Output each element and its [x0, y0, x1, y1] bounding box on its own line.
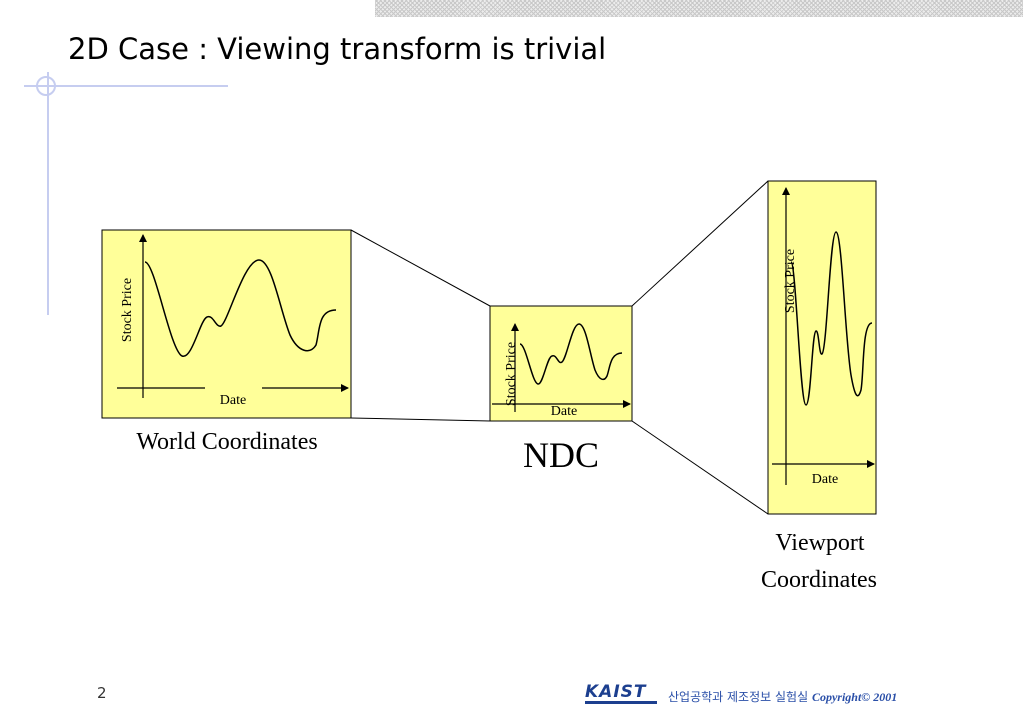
- ndc-caption: NDC: [523, 435, 599, 475]
- ndc-price-curve: [519, 323, 623, 385]
- world-caption: World Coordinates: [136, 429, 317, 455]
- viewport-xlabel: Date: [812, 472, 838, 487]
- viewport-caption-line2: Coordinates: [761, 567, 877, 593]
- world-panel-frame: [101, 229, 352, 419]
- viewport-price-curve: [790, 231, 873, 406]
- page-number: 2: [97, 684, 107, 702]
- viewport-coordinates-panel: Stock Price Date Viewport Coordinates: [761, 180, 877, 593]
- kaist-logo-underline: [585, 701, 657, 704]
- projection-lines: [350, 180, 769, 515]
- world-xlabel: Date: [220, 393, 246, 408]
- world-price-curve: [144, 259, 337, 357]
- ndc-panel: Stock Price Date NDC: [489, 305, 633, 475]
- footer-department: 산업공학과 제조정보 실험실: [668, 690, 809, 704]
- ndc-xlabel: Date: [551, 404, 577, 419]
- ndc-ylabel: Stock Price: [504, 342, 519, 406]
- world-ylabel: Stock Price: [120, 278, 135, 342]
- kaist-logo: KAIST: [585, 682, 647, 702]
- viewport-ylabel: Stock Price: [783, 249, 798, 313]
- slide-title: 2D Case : Viewing transform is trivial: [68, 32, 607, 66]
- decorative-crosshair: [24, 72, 228, 315]
- header-hatch-bar: [375, 0, 1023, 17]
- footer-credit: 산업공학과 제조정보 실험실 Copyright© 2001: [668, 688, 897, 705]
- viewport-caption-line1: Viewport: [775, 530, 865, 556]
- world-coordinates-panel: Stock Price Date World Coordinates: [101, 229, 352, 455]
- footer-copyright: Copyright© 2001: [811, 690, 898, 704]
